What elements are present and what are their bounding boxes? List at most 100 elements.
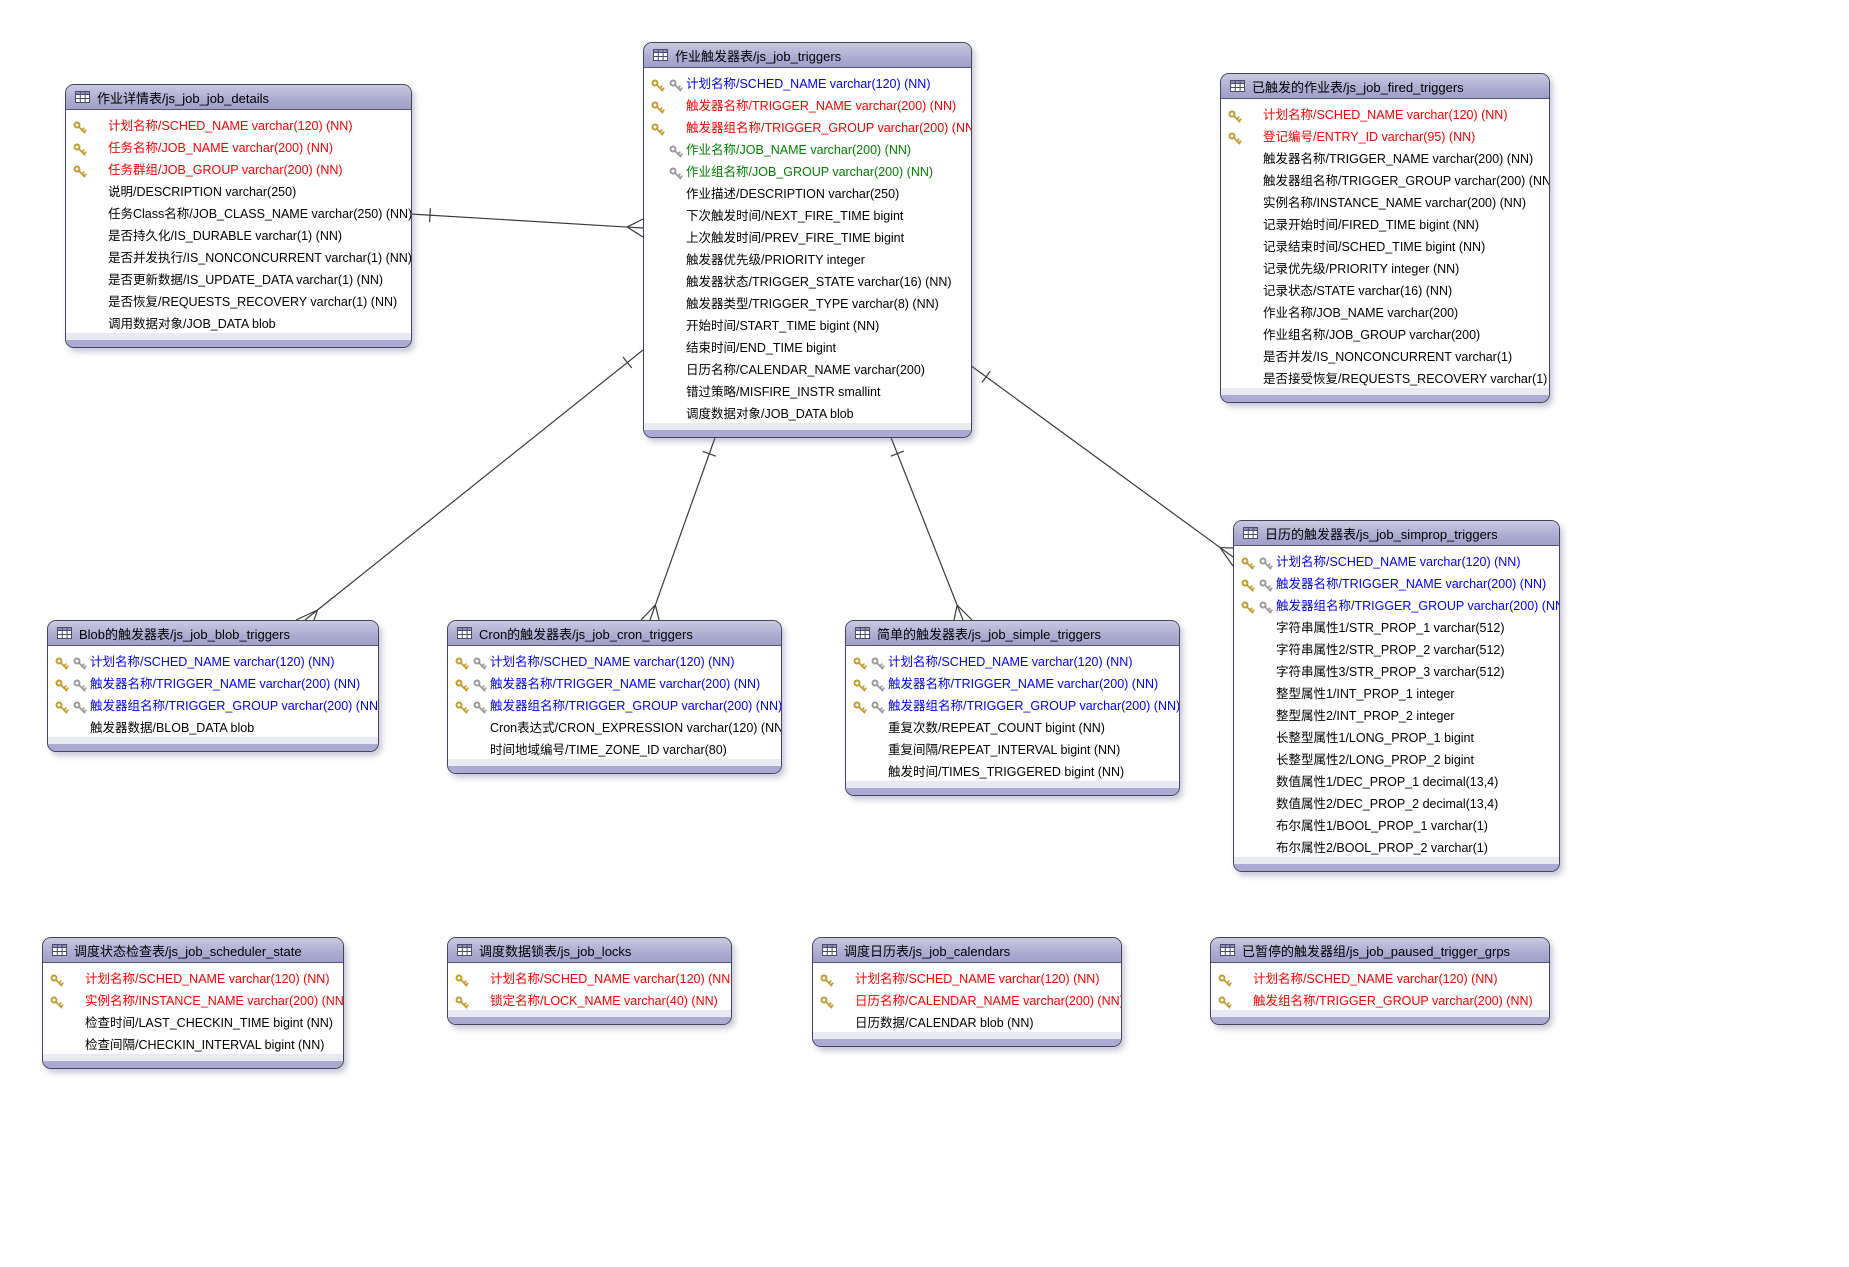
table-row: 是否接受恢复/REQUESTS_RECOVERY varchar(1) [1221, 366, 1549, 388]
key-slots [846, 737, 888, 759]
table-row: 触发器名称/TRIGGER_NAME varchar(200) (NN) [448, 671, 781, 693]
key-slots [813, 1010, 855, 1032]
column-label: 触发器类型/TRIGGER_TYPE varchar(8) (NN) [686, 296, 939, 311]
table-row: 是否更新数据/IS_UPDATE_DATA varchar(1) (NN) [66, 267, 411, 289]
table-row: 检查间隔/CHECKIN_INTERVAL bigint (NN) [43, 1032, 343, 1054]
key-slots [48, 715, 90, 737]
key-slots [43, 966, 85, 988]
key-slots [1234, 681, 1276, 703]
table-js_job_fired_triggers[interactable]: 已触发的作业表/js_job_fired_triggers 计划名称/SCHED_… [1220, 73, 1550, 403]
table-row: 触发器状态/TRIGGER_STATE varchar(16) (NN) [644, 269, 971, 291]
table-row: 锁定名称/LOCK_NAME varchar(40) (NN) [448, 988, 731, 1010]
table-footer-strip [48, 737, 378, 744]
table-header: 简单的触发器表/js_job_simple_triggers [846, 621, 1179, 646]
table-grid-icon [1243, 527, 1258, 539]
column-label: 调度数据对象/JOB_DATA blob [686, 406, 854, 421]
table-row: 上次触发时间/PREV_FIRE_TIME bigint [644, 225, 971, 247]
key-slots [644, 291, 686, 313]
column-label: 触发器名称/TRIGGER_NAME varchar(200) (NN) [1263, 151, 1534, 166]
column-label: 计划名称/SCHED_NAME varchar(120) (NN) [1276, 554, 1521, 569]
table-grid-icon [52, 944, 67, 956]
table-row: 字符串属性1/STR_PROP_1 varchar(512) [1234, 615, 1559, 637]
table-grid-icon [653, 49, 668, 61]
table-row: 长整型属性1/LONG_PROP_1 bigint [1234, 725, 1559, 747]
column-label: 数值属性1/DEC_PROP_1 decimal(13,4) [1276, 774, 1499, 789]
key-slots [1221, 366, 1263, 388]
table-row: 作业组名称/JOB_GROUP varchar(200) (NN) [644, 159, 971, 181]
key-slots [846, 649, 888, 671]
table-row: 整型属性2/INT_PROP_2 integer [1234, 703, 1559, 725]
column-label: 日历名称/CALENDAR_NAME varchar(200) (NN) [855, 993, 1122, 1008]
column-label: 是否接受恢复/REQUESTS_RECOVERY varchar(1) [1263, 371, 1548, 386]
table-js_job_simple_triggers[interactable]: 简单的触发器表/js_job_simple_triggers 计划名称/SCHED… [845, 620, 1180, 796]
table-header: Cron的触发器表/js_job_cron_triggers [448, 621, 781, 646]
table-row: 调用数据对象/JOB_DATA blob [66, 311, 411, 333]
column-label: 字符串属性1/STR_PROP_1 varchar(512) [1276, 620, 1505, 635]
column-label: 实例名称/INSTANCE_NAME varchar(200) (NN) [1263, 195, 1527, 210]
column-label: 触发器数据/BLOB_DATA blob [90, 720, 255, 735]
table-bottom-bar [448, 766, 781, 773]
key-slots [644, 93, 686, 115]
table-row: 触发器名称/TRIGGER_NAME varchar(200) (NN) [1221, 146, 1549, 168]
table-row: 记录开始时间/FIRED_TIME bigint (NN) [1221, 212, 1549, 234]
table-row: 开始时间/START_TIME bigint (NN) [644, 313, 971, 335]
table-row: Cron表达式/CRON_EXPRESSION varchar(120) (NN… [448, 715, 781, 737]
table-columns: 计划名称/SCHED_NAME varchar(120) (NN)触发组名称/T… [1211, 963, 1549, 1010]
table-row: 触发组名称/TRIGGER_GROUP varchar(200) (NN) [1211, 988, 1549, 1010]
key-slots [66, 223, 108, 245]
key-slots [644, 269, 686, 291]
column-label: 触发器状态/TRIGGER_STATE varchar(16) (NN) [686, 274, 952, 289]
column-label: 登记编号/ENTRY_ID varchar(95) (NN) [1263, 129, 1476, 144]
table-title: 已触发的作业表/js_job_fired_triggers [1252, 79, 1464, 95]
column-label: 触发器组名称/TRIGGER_GROUP varchar(200) (NN) [1276, 598, 1560, 613]
column-label: 计划名称/SCHED_NAME varchar(120) (NN) [490, 654, 735, 669]
key-slots [644, 357, 686, 379]
table-bottom-bar [448, 1017, 731, 1024]
table-js_job_scheduler_state[interactable]: 调度状态检查表/js_job_scheduler_state 计划名称/SCHED… [42, 937, 344, 1069]
table-row: 实例名称/INSTANCE_NAME varchar(200) (NN) [1221, 190, 1549, 212]
key-slots [1234, 571, 1276, 593]
table-row: 布尔属性2/BOOL_PROP_2 varchar(1) [1234, 835, 1559, 857]
table-row: 是否持久化/IS_DURABLE varchar(1) (NN) [66, 223, 411, 245]
key-slots [448, 966, 490, 988]
column-label: 记录开始时间/FIRED_TIME bigint (NN) [1263, 217, 1479, 232]
table-columns: 计划名称/SCHED_NAME varchar(120) (NN) 触发器名称/T… [1234, 546, 1559, 857]
table-bottom-bar [43, 1061, 343, 1068]
table-row: 触发器组名称/TRIGGER_GROUP varchar(200) (NN) [1221, 168, 1549, 190]
column-label: 触发器名称/TRIGGER_NAME varchar(200) (NN) [90, 676, 361, 691]
column-label: 计划名称/SCHED_NAME varchar(120) (NN) [108, 118, 353, 133]
key-slots [644, 335, 686, 357]
table-title: 日历的触发器表/js_job_simprop_triggers [1265, 526, 1498, 542]
key-slots [1221, 278, 1263, 300]
table-header: 调度日历表/js_job_calendars [813, 938, 1121, 963]
column-label: 整型属性1/INT_PROP_1 integer [1276, 686, 1455, 701]
table-bottom-bar [48, 744, 378, 751]
key-slots [1234, 549, 1276, 571]
table-row: 计划名称/SCHED_NAME varchar(120) (NN) [43, 966, 343, 988]
table-header: Blob的触发器表/js_job_blob_triggers [48, 621, 378, 646]
table-row: 计划名称/SCHED_NAME varchar(120) (NN) [846, 649, 1179, 671]
column-label: 触发器名称/TRIGGER_NAME varchar(200) (NN) [1276, 576, 1547, 591]
table-grid-icon [457, 627, 472, 639]
table-js_job_cron_triggers[interactable]: Cron的触发器表/js_job_cron_triggers 计划名称/SCHED… [447, 620, 782, 774]
table-footer-strip [66, 333, 411, 340]
column-label: 计划名称/SCHED_NAME varchar(120) (NN) [1263, 107, 1508, 122]
table-footer-strip [1234, 857, 1559, 864]
key-slots [1221, 212, 1263, 234]
table-grid-icon [1230, 80, 1245, 92]
table-js_job_simprop_triggers[interactable]: 日历的触发器表/js_job_simprop_triggers 计划名称/SCHE… [1233, 520, 1560, 872]
key-slots [1211, 988, 1253, 1010]
key-slots [1221, 322, 1263, 344]
column-label: 是否持久化/IS_DURABLE varchar(1) (NN) [108, 228, 343, 243]
table-row: 计划名称/SCHED_NAME varchar(120) (NN) [66, 113, 411, 135]
table-header: 调度状态检查表/js_job_scheduler_state [43, 938, 343, 963]
column-label: 错过策略/MISFIRE_INSTR smallint [686, 384, 881, 399]
table-bottom-bar [644, 430, 971, 437]
column-label: 长整型属性2/LONG_PROP_2 bigint [1276, 752, 1474, 767]
